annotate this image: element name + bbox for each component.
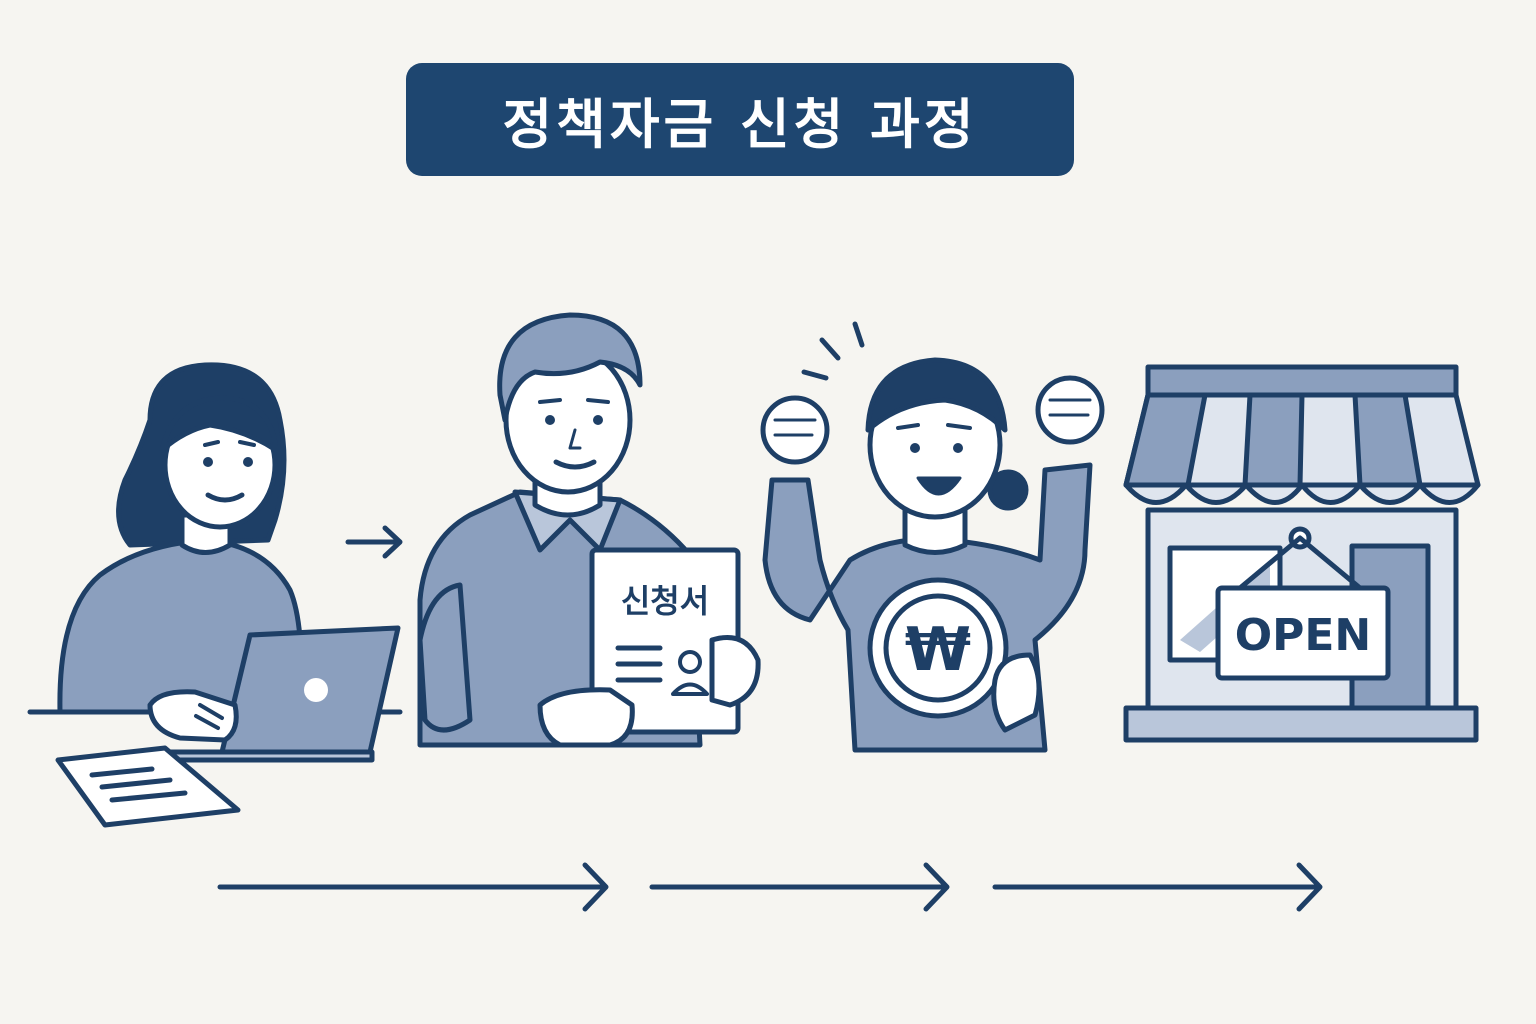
document-label: 신청서 — [621, 582, 709, 620]
page-title: 정책자금 신청 과정 — [406, 63, 1074, 176]
title-text: 정책자금 신청 과정 — [502, 93, 978, 156]
notes-document-icon — [55, 745, 241, 828]
storefront-icon: OPEN — [1123, 364, 1481, 743]
arrow-right-icon — [345, 525, 403, 559]
step-application: 신청서 — [417, 312, 761, 748]
step-research — [27, 362, 403, 828]
coin-symbol: ₩ — [905, 615, 971, 685]
open-sign-label: OPEN — [1235, 610, 1372, 661]
step-open-shop: OPEN — [1123, 364, 1481, 743]
flow-arrow-3 — [992, 862, 1323, 912]
step-funding: ₩ — [760, 321, 1105, 753]
application-document-icon: 신청서 — [589, 547, 741, 735]
flow-arrow-1 — [217, 862, 609, 912]
won-coin-icon: ₩ — [867, 577, 1009, 719]
flow-arrow-2 — [649, 862, 950, 912]
